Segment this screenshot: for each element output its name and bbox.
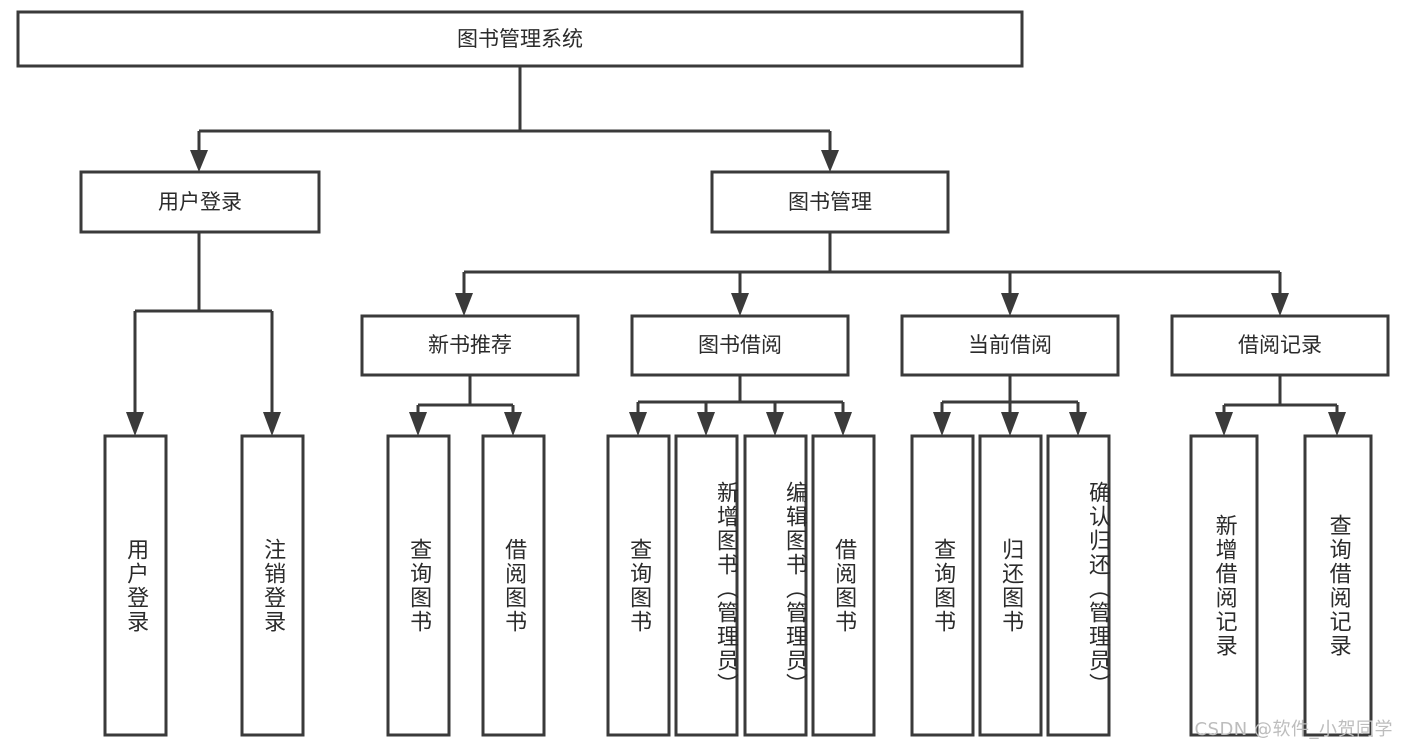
csdn-watermark: CSDN @软件_小贺同学 [1194, 719, 1393, 740]
node-label-user-login: 用户登录 [158, 190, 242, 214]
arrow-head-leaf-borrow-book-2 [834, 412, 852, 436]
node-box-borrow-record[interactable] [1170, 314, 1390, 377]
node-label-new-book-rec: 新书推荐 [428, 333, 512, 357]
node-box-leaf-query-book-3[interactable] [910, 434, 975, 737]
node-box-leaf-user-logout[interactable] [240, 434, 305, 737]
node-box-leaf-query-book-1[interactable] [386, 434, 451, 737]
node-box-leaf-query-book-2[interactable] [606, 434, 671, 737]
node-box-leaf-borrow-book-1[interactable] [481, 434, 546, 737]
node-label-book-manage: 图书管理 [788, 190, 872, 214]
node-box-leaf-return-book[interactable] [978, 434, 1043, 737]
arrow-head-leaf-query-book-2 [629, 412, 647, 436]
arrow-head-leaf-user-login [126, 412, 144, 436]
arrow-head-user-login [190, 150, 208, 172]
node-box-current-borrow[interactable] [900, 314, 1120, 377]
node-box-leaf-add-record[interactable] [1189, 434, 1259, 737]
arrow-head-leaf-add-record [1215, 412, 1233, 436]
node-box-root[interactable] [16, 10, 1024, 68]
arrow-head-leaf-edit-book [766, 412, 784, 436]
arrow-head-leaf-query-record [1328, 412, 1346, 436]
node-group: 图书管理系统 用户登录 图书管理 新书推荐 图书借阅 当前借阅 借阅记录 [16, 10, 1390, 737]
node-label-current-borrow: 当前借阅 [968, 333, 1052, 357]
node-box-new-book-rec[interactable] [360, 314, 580, 377]
node-box-leaf-edit-book[interactable] [743, 434, 808, 737]
arrow-head-borrow-record [1271, 293, 1289, 316]
node-label-book-borrow: 图书借阅 [698, 333, 782, 357]
node-box-book-manage[interactable] [710, 170, 950, 234]
arrow-head-leaf-add-book [697, 412, 715, 436]
arrow-head-current-borrow [1001, 293, 1019, 316]
node-box-leaf-confirm-return[interactable] [1046, 434, 1111, 737]
arrow-head-leaf-confirm-return [1069, 412, 1087, 436]
arrow-head-leaf-user-logout [263, 412, 281, 436]
arrow-head-leaf-query-book-1 [409, 412, 427, 436]
node-box-leaf-user-login[interactable] [103, 434, 168, 737]
node-box-leaf-add-book[interactable] [674, 434, 739, 737]
node-box-user-login[interactable] [79, 170, 321, 234]
node-box-book-borrow[interactable] [630, 314, 850, 377]
arrow-head-new-book-rec [455, 293, 473, 316]
node-box-leaf-query-record[interactable] [1303, 434, 1373, 737]
arrow-head-leaf-query-book-3 [933, 412, 951, 436]
node-label-borrow-record: 借阅记录 [1238, 333, 1322, 357]
arrow-head-leaf-return-book [1001, 412, 1019, 436]
node-box-leaf-borrow-book-2[interactable] [811, 434, 876, 737]
arrow-head-book-manage [821, 150, 839, 172]
arrow-head-book-borrow [731, 293, 749, 316]
connector-group [126, 66, 1346, 436]
arrow-head-leaf-borrow-book-1 [504, 412, 522, 436]
node-label-root: 图书管理系统 [457, 27, 583, 51]
